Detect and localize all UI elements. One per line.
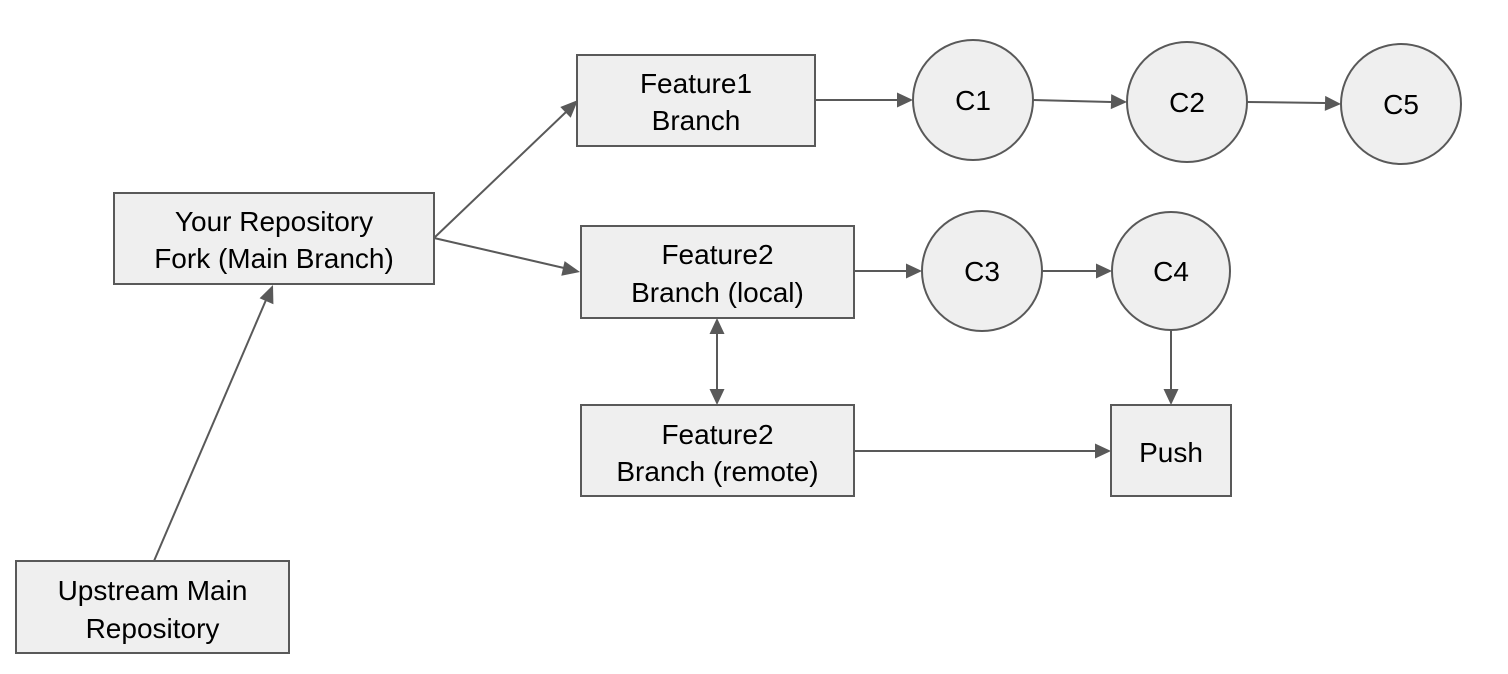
edge-feature2-remote-to-push (855, 443, 1111, 459)
edge-c4-to-push (1163, 330, 1179, 405)
node-feature1-line-1: Feature1 (640, 68, 752, 99)
edge-c2-to-c5 (1246, 95, 1341, 111)
commit-c1: C1 (912, 39, 1034, 161)
commit-c2-label: C2 (1169, 87, 1205, 118)
node-feature1-line-2: Branch (652, 105, 741, 136)
commit-c4: C4 (1111, 211, 1231, 331)
edge-feature2-local-remote-sync (709, 318, 725, 405)
node-feature2-local-line-2: Branch (local) (631, 277, 804, 308)
commit-c5: C5 (1340, 43, 1462, 165)
edge-upstream-to-fork (153, 285, 274, 562)
edge-fork-to-feature1 (433, 100, 578, 239)
nodes: Upstream Main Repository Your Repository… (15, 39, 1462, 654)
edge-feature1-to-c1 (816, 92, 913, 108)
node-feature1-branch: Feature1 Branch (576, 54, 816, 147)
commit-c3-label: C3 (964, 256, 1000, 287)
edge-feature2-local-to-c3 (855, 263, 922, 279)
commit-c1-label: C1 (955, 85, 991, 116)
node-upstream-main-repository: Upstream Main Repository (15, 560, 290, 654)
node-upstream-line-2: Repository (86, 613, 220, 644)
node-fork-line-1: Your Repository (175, 206, 373, 237)
node-push-label: Push (1139, 437, 1203, 468)
commit-c4-label: C4 (1153, 256, 1189, 287)
edge-fork-to-feature2-local (433, 237, 580, 276)
edges (153, 92, 1341, 562)
node-feature2-branch-remote: Feature2 Branch (remote) (580, 404, 855, 497)
node-feature2-remote-line-1: Feature2 (661, 419, 773, 450)
node-push: Push (1110, 404, 1232, 497)
node-feature2-remote-line-2: Branch (remote) (616, 456, 818, 487)
edge-c3-to-c4 (1042, 263, 1112, 279)
node-fork-line-2: Fork (Main Branch) (154, 243, 394, 274)
node-upstream-line-1: Upstream Main (58, 575, 248, 606)
commit-c2: C2 (1126, 41, 1248, 163)
node-feature2-branch-local: Feature2 Branch (local) (580, 225, 855, 319)
node-your-repository-fork: Your Repository Fork (Main Branch) (113, 192, 435, 285)
commit-c3: C3 (921, 210, 1043, 332)
commit-c5-label: C5 (1383, 89, 1419, 120)
node-feature2-local-line-1: Feature2 (661, 239, 773, 270)
edge-c1-to-c2 (1032, 94, 1127, 110)
